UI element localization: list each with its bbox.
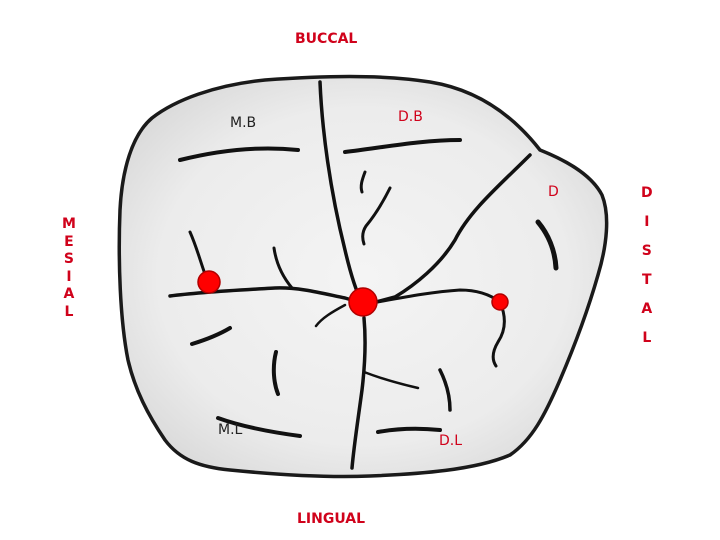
dl-cusp-mark: [438, 368, 452, 412]
crown-outline: [117, 74, 609, 479]
buccal-groove: [318, 80, 364, 305]
lingual-groove: [350, 316, 367, 470]
buccal-label: BUCCAL: [295, 31, 358, 47]
ml-cusp-mark: [271, 350, 280, 396]
disto-lingual-cusp-label: D.L: [439, 433, 463, 449]
distobuccal-groove: [370, 153, 532, 305]
distal-pit-marker: [491, 293, 509, 311]
mesio-lingual-cusp-label: M.L: [218, 422, 243, 438]
mesial-letter: S: [63, 251, 75, 267]
distal-pit-groove: [491, 300, 506, 368]
disto-buccal-cusp-label: D.B: [398, 109, 423, 125]
distal-cusp-ridge: [535, 219, 559, 271]
distal-letter: T: [642, 272, 652, 288]
lingual-label: LINGUAL: [297, 511, 366, 527]
db-cusp-ridge: [343, 138, 462, 154]
mesiolingual-groove: [314, 303, 347, 328]
dl-lingual-ridge: [376, 426, 442, 434]
mesial-letter: L: [64, 303, 74, 320]
distal-groove: [370, 288, 502, 305]
mesial-letter: E: [64, 233, 74, 250]
ml-dl-groove: [362, 370, 420, 390]
mesial-letter: A: [63, 286, 75, 302]
mesial-letter: I: [66, 268, 72, 285]
mesial-cusp-mark: [190, 326, 232, 346]
distal-cusp-label: D: [548, 184, 559, 200]
distal-letter: A: [641, 301, 653, 317]
mesial-letter: M: [62, 216, 76, 232]
central-pit-marker: [348, 287, 378, 317]
mesial-pit-marker: [197, 270, 221, 294]
mesial-marginal-groove: [168, 286, 364, 305]
distal-letter: S: [641, 243, 652, 259]
mesial-label: M E S I A L: [62, 217, 76, 322]
distal-letter: L: [642, 330, 652, 346]
distal-letter: D: [641, 185, 653, 201]
distal-letter: I: [644, 214, 650, 230]
mesio-buccal-cusp-label: M.B: [230, 115, 257, 131]
ml-lingual-ridge: [216, 416, 302, 438]
distal-label: D I S T A L: [641, 186, 653, 360]
mb-supplemental-groove-2: [272, 246, 294, 290]
db-short-mark: [359, 170, 367, 194]
mb-cusp-ridge: [178, 146, 300, 162]
db-supplemental-groove: [361, 186, 392, 246]
